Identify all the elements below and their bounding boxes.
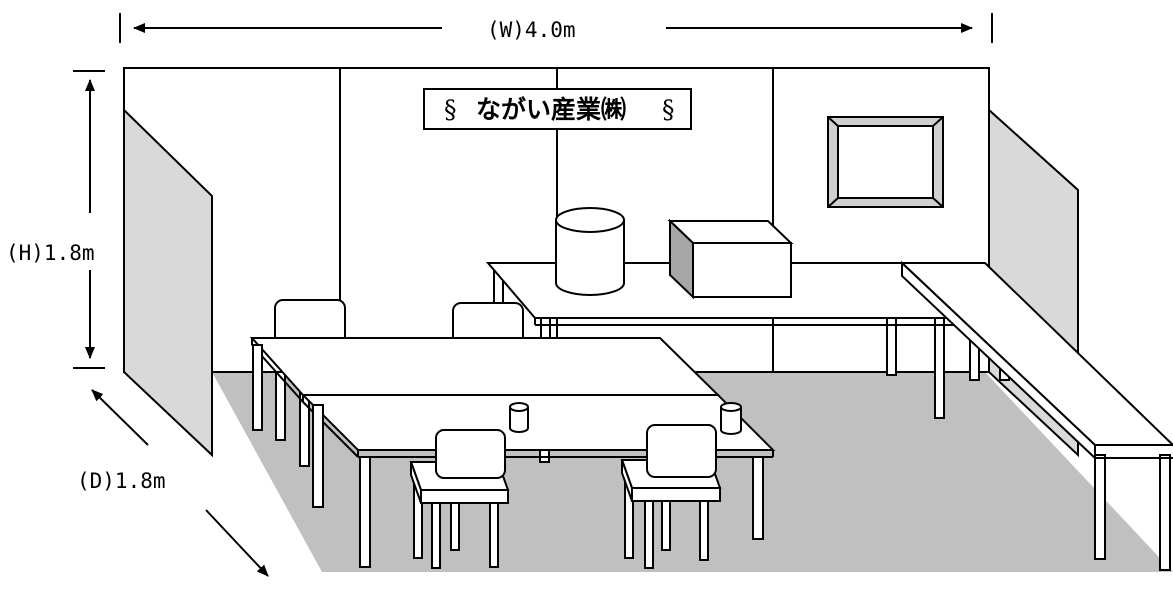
front-chair-right [620,424,722,569]
front-chair-left [409,429,510,569]
left-side-panel [123,107,213,458]
cup-right [720,402,742,435]
height-dimension [73,70,105,369]
sign-company-name: ながい産業㈱ [476,95,626,124]
depth-label: (D)1.8m [77,469,166,493]
depth-dimension [91,389,269,577]
width-label: (W)4.0m [487,18,576,42]
company-sign: § ながい産業㈱ § [423,88,692,130]
sign-symbol-left: § [444,95,457,124]
wall-picture-frame [827,116,944,208]
cup-left [509,402,529,433]
cylinder-object [555,207,625,296]
box-object [667,218,794,300]
right-side-table [899,260,1173,571]
width-dimension [119,13,993,43]
sign-symbol-right: § [662,95,675,124]
height-label: (H)1.8m [6,241,95,265]
